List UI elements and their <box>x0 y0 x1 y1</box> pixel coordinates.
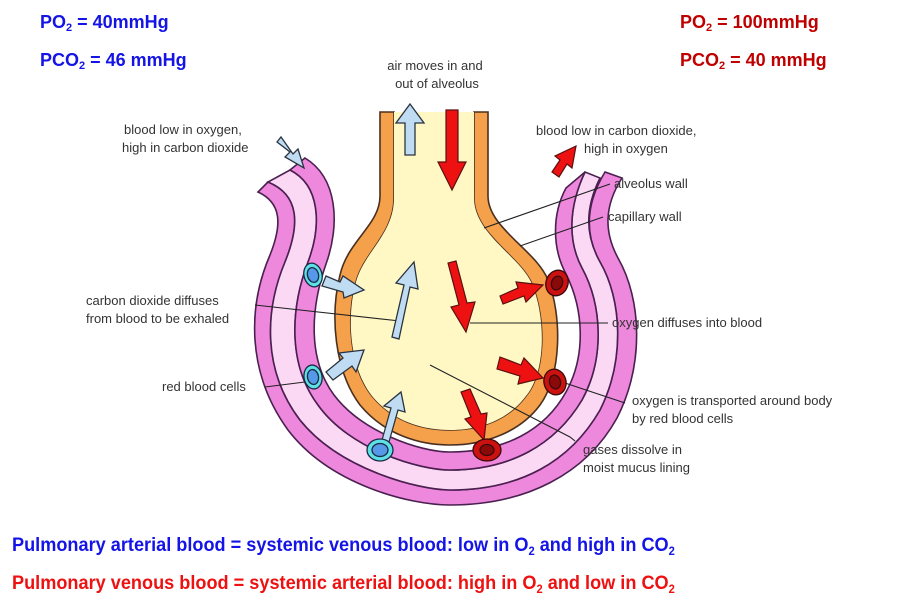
label-red-blood-cells: red blood cells <box>162 379 246 394</box>
label-air-moves-2: out of alveolus <box>395 76 479 91</box>
leader-gases-dissolve <box>429 364 576 442</box>
label-blood-out-2: high in oxygen <box>584 141 668 156</box>
blood-out-arrow <box>551 144 577 178</box>
red-blood-cell-deoxy-1 <box>303 262 323 288</box>
o2-arrows <box>437 109 577 442</box>
label-o2-diffuses: oxygen diffuses into blood <box>612 315 762 330</box>
label-co2-diffuses-1: carbon dioxide diffuses <box>86 293 219 308</box>
co2-cell-arrow-1 <box>321 275 366 299</box>
leader-lines <box>254 183 626 442</box>
left-po2: PO2 = 40mmHg <box>40 12 169 34</box>
capillary-inner-wall <box>288 157 599 471</box>
co2-cell-arrow-2 <box>325 349 365 381</box>
diagram-labels: air moves in and out of alveolus blood l… <box>86 58 833 475</box>
o2-cell-arrow-3 <box>460 388 488 442</box>
deoxygenated-cells <box>303 262 394 462</box>
leader-capillary-wall <box>519 216 604 247</box>
leader-co2-diffuses <box>254 304 401 322</box>
leader-red-blood-cells <box>264 381 306 388</box>
label-gases-dissolve-1: gases dissolve in <box>583 442 682 457</box>
alveolus-air-space <box>350 112 542 430</box>
label-blood-in-1: blood low in oxygen, <box>124 122 242 137</box>
label-capillary-wall: capillary wall <box>608 209 682 224</box>
summary-pulmonary-arterial: Pulmonary arterial blood = systemic veno… <box>12 534 675 558</box>
capillary <box>253 157 638 506</box>
leader-o2-transported <box>564 382 626 404</box>
red-blood-cell-deoxy-3 <box>366 438 394 462</box>
label-blood-out-1: blood low in carbon dioxide, <box>536 123 696 138</box>
label-o2-transported-2: by red blood cells <box>632 411 734 426</box>
left-pco2: PCO2 = 46 mmHg <box>40 50 187 72</box>
label-alveolus-wall: alveolus wall <box>614 176 688 191</box>
label-o2-transported-1: oxygen is transported around body <box>632 393 833 408</box>
red-blood-cell-oxy-2 <box>543 368 567 396</box>
red-blood-cell-oxy-3 <box>472 438 502 462</box>
label-blood-in-2: high in carbon dioxide <box>122 140 248 155</box>
co2-cell-arrow-3 <box>381 390 406 443</box>
label-air-moves-1: air moves in and <box>387 58 482 73</box>
label-co2-diffuses-2: from blood to be exhaled <box>86 311 229 326</box>
red-blood-cell-oxy-1 <box>545 269 569 297</box>
summary-pulmonary-venous: Pulmonary venous blood = systemic arteri… <box>12 572 675 596</box>
oxygenated-pressures: PO2 = 100mmHg PCO2 = 40 mmHg <box>680 6 827 82</box>
co2-exhaled-arrow <box>394 102 426 156</box>
o2-inhaled-arrow <box>437 109 467 192</box>
alveolus-diagram: air moves in and out of alveolus blood l… <box>86 58 833 506</box>
blood-in-arrow <box>276 135 306 170</box>
label-gases-dissolve-2: moist mucus lining <box>583 460 690 475</box>
co2-diffuse-arrow-center <box>391 260 419 340</box>
deoxygenated-pressures: PO2 = 40mmHg PCO2 = 46 mmHg <box>40 6 187 82</box>
o2-diffuse-arrow-center <box>447 260 476 334</box>
co2-arrows <box>276 102 426 443</box>
alveolus <box>334 111 559 446</box>
right-po2: PO2 = 100mmHg <box>680 12 819 34</box>
o2-cell-arrow-2 <box>496 356 545 385</box>
leader-alveolus-wall <box>483 183 611 229</box>
right-pco2: PCO2 = 40 mmHg <box>680 50 827 72</box>
o2-cell-arrow-1 <box>499 281 545 305</box>
red-blood-cell-deoxy-2 <box>303 364 323 390</box>
oxygenated-cells <box>472 269 569 462</box>
